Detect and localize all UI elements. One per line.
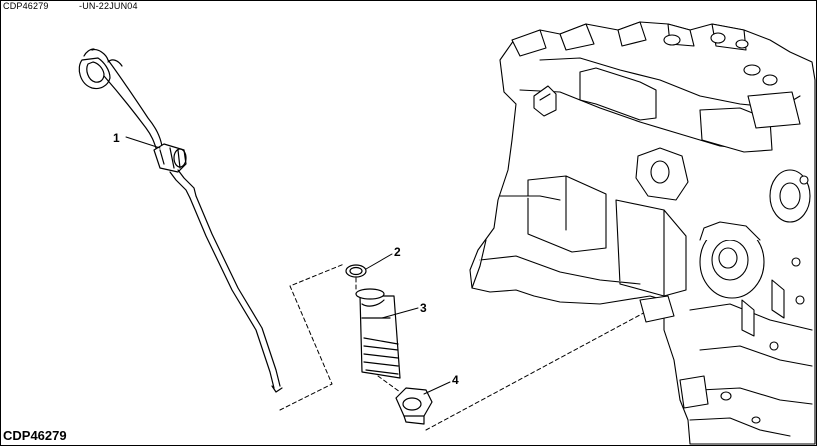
header-image-code: CDP46279: [3, 1, 49, 11]
callout-label-3: 3: [420, 301, 427, 315]
engine-block: [469, 21, 816, 445]
callout-label-4: 4: [452, 373, 459, 387]
adapter-fitting: [355, 288, 401, 379]
o-ring: [345, 264, 367, 278]
callout-label-2: 2: [394, 245, 401, 259]
nut: [395, 387, 433, 425]
footer-image-code: CDP46279: [3, 428, 67, 443]
callout-label-1: 1: [113, 131, 120, 145]
dipstick-tube: [78, 48, 283, 393]
alignment-lines: [279, 263, 665, 431]
callout-leaders: [125, 136, 451, 395]
header-date-code: -UN-22JUN04: [79, 1, 138, 11]
